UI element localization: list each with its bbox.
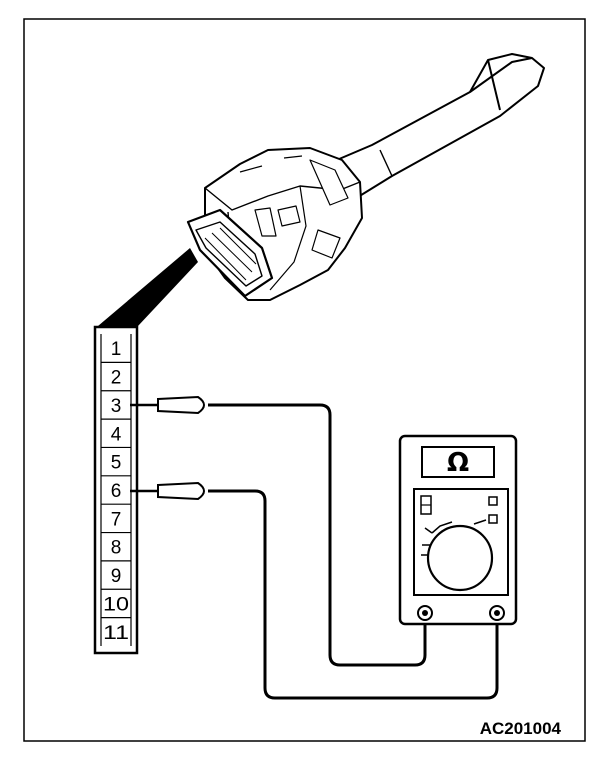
meter-mode-mark-1 <box>488 496 498 506</box>
meter-display <box>421 446 495 478</box>
meter-ohm-symbol: Ω <box>447 448 469 478</box>
combination-switch-illustration <box>186 53 545 301</box>
pin-label-6: 6 <box>111 481 122 502</box>
connector-projection <box>98 248 198 326</box>
pin-label-2: 2 <box>111 368 122 389</box>
probe-pin3 <box>130 395 205 415</box>
pin-label-3: 3 <box>111 396 122 417</box>
meter-scale-arc <box>431 519 487 534</box>
pin-label-4: 4 <box>111 424 122 445</box>
pin-label-11: 11 <box>103 623 129 644</box>
test-lead-pin6 <box>208 489 499 700</box>
test-leads <box>208 403 499 700</box>
pin-label-5: 5 <box>111 453 122 474</box>
test-lead-pin3 <box>208 403 427 667</box>
pin-label-1: 1 <box>111 339 122 360</box>
meter-selector-dial <box>426 524 494 592</box>
probe-pin6 <box>130 481 205 501</box>
pin-label-9: 9 <box>111 566 122 587</box>
pin-label-7: 7 <box>111 509 122 530</box>
meter-mode-mark-2 <box>488 514 498 524</box>
reference-code: AC201004 <box>480 719 562 738</box>
ohmmeter: Ω <box>398 434 518 626</box>
diagram-frame <box>23 18 586 742</box>
pin-label-10: 10 <box>103 594 129 615</box>
pin-label-8: 8 <box>111 538 122 559</box>
